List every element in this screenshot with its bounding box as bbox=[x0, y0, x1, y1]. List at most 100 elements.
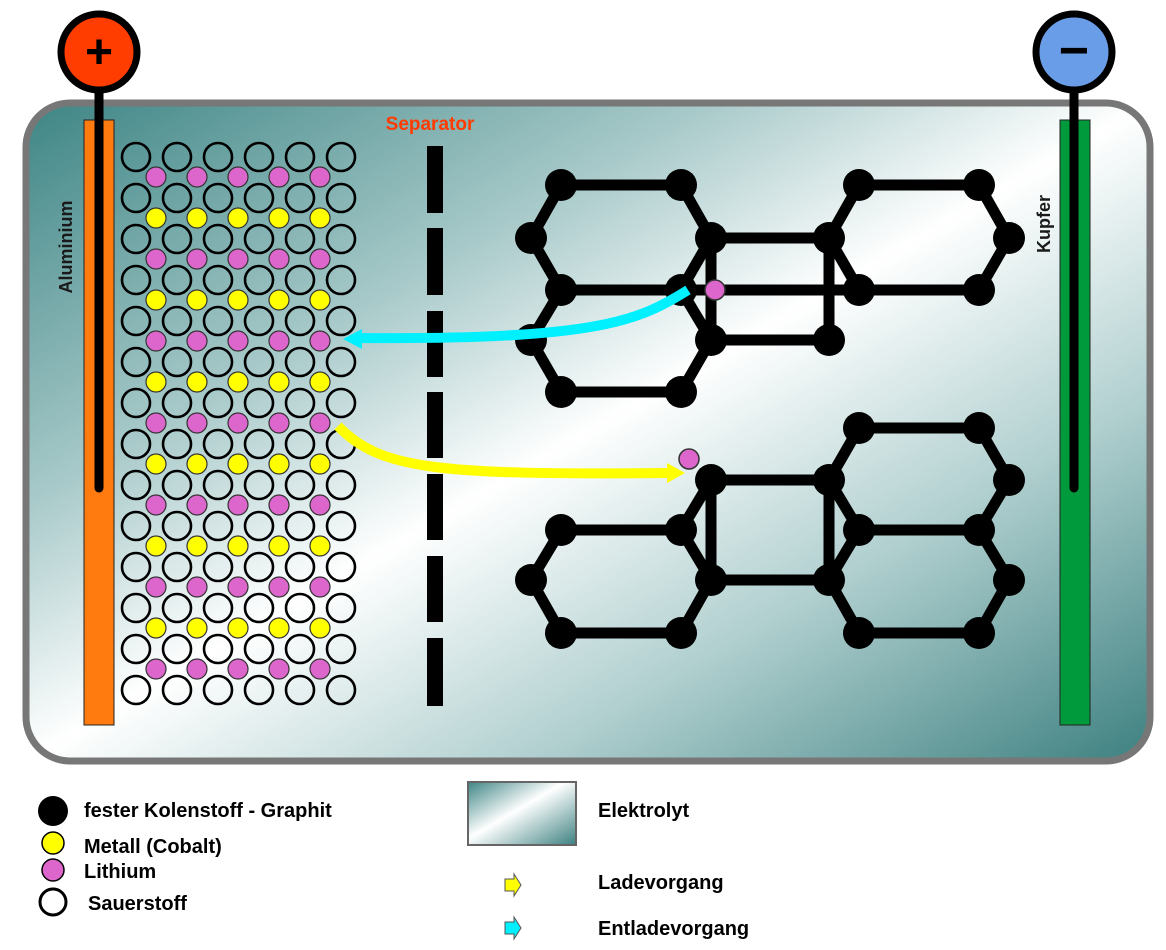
oxygen-atom bbox=[325, 510, 357, 542]
lithium-atom bbox=[309, 576, 331, 598]
oxygen-atom bbox=[161, 264, 193, 296]
oxygen-atom bbox=[284, 223, 316, 255]
minus-icon: − bbox=[1059, 22, 1089, 80]
oxygen-atom bbox=[120, 264, 152, 296]
cobalt-atom bbox=[309, 535, 331, 557]
oxygen-atom bbox=[120, 305, 152, 337]
carbon-atom bbox=[993, 564, 1025, 596]
cobalt-atom bbox=[186, 535, 208, 557]
oxygen-atom bbox=[243, 141, 275, 173]
sauerstoff-legend-icon bbox=[38, 887, 68, 917]
lithium-atom bbox=[186, 166, 208, 188]
carbon-atom bbox=[813, 222, 845, 254]
oxygen-atom bbox=[120, 223, 152, 255]
discharge-arrow bbox=[343, 285, 691, 349]
lithium-atom bbox=[309, 412, 331, 434]
oxygen-atom bbox=[202, 387, 234, 419]
cobalt-atom bbox=[268, 207, 290, 229]
carbon-atom bbox=[843, 617, 875, 649]
lithium-atom bbox=[227, 330, 249, 352]
oxygen-atom bbox=[161, 387, 193, 419]
oxygen-atom bbox=[120, 592, 152, 624]
oxygen-atom bbox=[202, 428, 234, 460]
cobalt-atom bbox=[227, 371, 249, 393]
separator-segment bbox=[427, 392, 443, 458]
oxygen-atom bbox=[284, 551, 316, 583]
oxygen-atom bbox=[284, 387, 316, 419]
negative-terminal-circle bbox=[1032, 10, 1116, 94]
oxygen-atom bbox=[243, 223, 275, 255]
elektrolyt-legend-label: Elektrolyt bbox=[598, 800, 689, 822]
separator-segment bbox=[427, 228, 443, 295]
graphit-legend-label: fester Kolenstoff - Graphit bbox=[84, 800, 332, 822]
separator-segment bbox=[427, 638, 443, 706]
oxygen-atom bbox=[120, 674, 152, 706]
cobalt-atom bbox=[227, 289, 249, 311]
lithium-atom bbox=[309, 330, 331, 352]
oxygen-atom bbox=[325, 387, 357, 419]
positive-terminal-circle bbox=[57, 10, 141, 94]
lithium-atom bbox=[145, 248, 167, 270]
carbon-atom bbox=[665, 617, 697, 649]
cobalt-atom bbox=[145, 289, 167, 311]
cobalt-atom bbox=[268, 535, 290, 557]
sauerstoff-legend-label: Sauerstoff bbox=[88, 893, 187, 915]
entladevorgang-legend-label: Entladevorgang bbox=[598, 918, 749, 940]
cobalt-atom bbox=[186, 289, 208, 311]
oxygen-atom bbox=[202, 346, 234, 378]
lithium-atom bbox=[186, 330, 208, 352]
carbon-atom bbox=[695, 564, 727, 596]
lithium-atom bbox=[268, 248, 290, 270]
cobalt-legend-icon bbox=[41, 831, 65, 855]
oxygen-atom bbox=[161, 633, 193, 665]
oxygen-atom bbox=[243, 264, 275, 296]
oxygen-atom bbox=[243, 305, 275, 337]
lithium-atom bbox=[268, 658, 290, 680]
lithium-legend-label: Lithium bbox=[84, 861, 156, 883]
cathode-lattice bbox=[120, 141, 357, 706]
oxygen-atom bbox=[243, 592, 275, 624]
cobalt-atom bbox=[309, 289, 331, 311]
lithium-atom bbox=[145, 412, 167, 434]
graphit-legend-icon bbox=[38, 796, 68, 826]
oxygen-atom bbox=[243, 551, 275, 583]
carbon-atom bbox=[813, 464, 845, 496]
lithium-atom bbox=[186, 248, 208, 270]
separator-segment bbox=[427, 556, 443, 622]
oxygen-atom bbox=[243, 633, 275, 665]
cobalt-atom bbox=[227, 207, 249, 229]
cobalt-atom bbox=[309, 617, 331, 639]
carbon-atom bbox=[515, 222, 547, 254]
oxygen-atom bbox=[284, 141, 316, 173]
oxygen-atom bbox=[325, 141, 357, 173]
carbon-atom bbox=[963, 617, 995, 649]
lithium-atom bbox=[268, 576, 290, 598]
negative-terminal: − bbox=[1032, 10, 1116, 94]
lithium-atom bbox=[268, 330, 290, 352]
oxygen-atom bbox=[202, 510, 234, 542]
cobalt-atom bbox=[145, 617, 167, 639]
cobalt-atom bbox=[186, 371, 208, 393]
carbon-atom bbox=[665, 169, 697, 201]
oxygen-atom bbox=[202, 264, 234, 296]
lithium-atom bbox=[268, 166, 290, 188]
cobalt-atom bbox=[309, 371, 331, 393]
carbon-atom bbox=[963, 514, 995, 546]
oxygen-atom bbox=[243, 510, 275, 542]
lithium-legend-icon bbox=[41, 858, 65, 882]
carbon-atom bbox=[993, 222, 1025, 254]
oxygen-atom bbox=[325, 223, 357, 255]
oxygen-atom bbox=[325, 592, 357, 624]
oxygen-atom bbox=[284, 469, 316, 501]
carbon-atom bbox=[665, 376, 697, 408]
oxygen-atom bbox=[120, 510, 152, 542]
oxygen-atom bbox=[161, 674, 193, 706]
oxygen-atom bbox=[161, 182, 193, 214]
cobalt-atom bbox=[186, 617, 208, 639]
carbon-atom bbox=[515, 564, 547, 596]
oxygen-atom bbox=[284, 674, 316, 706]
carbon-atom bbox=[695, 324, 727, 356]
carbon-atom bbox=[695, 464, 727, 496]
oxygen-atom bbox=[161, 469, 193, 501]
